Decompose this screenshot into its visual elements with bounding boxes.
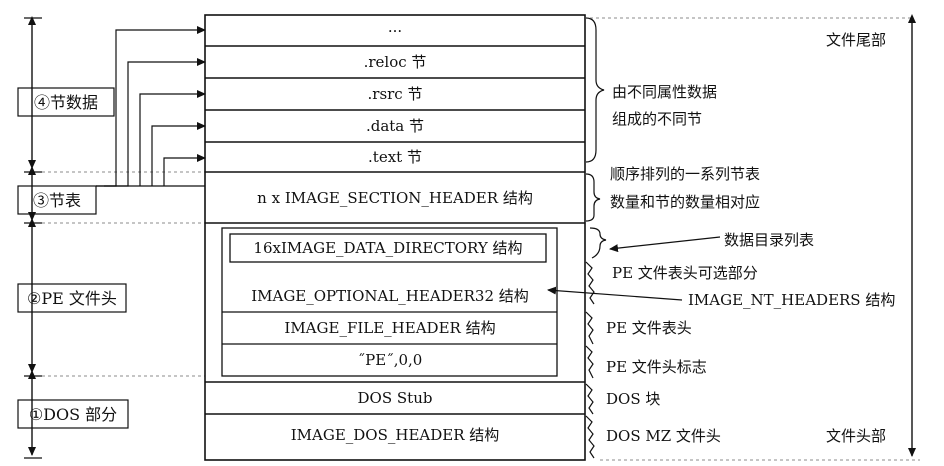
brace-signature (585, 345, 594, 379)
data-directory-box (229, 233, 547, 263)
note-data-directory: 数据目录列表 (724, 231, 814, 249)
cell-rsrc-section: .rsrc 节 (368, 85, 423, 103)
brace-dos-stub (585, 383, 594, 415)
note-pe-signature: PE 文件头标志 (606, 358, 707, 376)
left-ranges (24, 16, 205, 459)
cell-dos-header: IMAGE_DOS_HEADER 结构 (291, 426, 500, 444)
cell-dos-stub: DOS Stub (358, 389, 433, 407)
connector-text (163, 154, 206, 186)
cell-text-section: .text 节 (368, 148, 422, 166)
note-section-data-line1: 由不同属性数据 (612, 83, 717, 101)
section-box-section-table: ③节表 (17, 185, 97, 215)
section-labels: ④节数据 ③节表 ②PE 文件头 ①DOS 部分 (17, 87, 129, 429)
pe-stack: ··· .reloc 节 .rsrc 节 .data 节 .text 节 n x… (204, 14, 586, 461)
cell-file-header: IMAGE_FILE_HEADER 结构 (284, 319, 495, 337)
section-label-pe-header: ②PE 文件头 (27, 289, 117, 308)
section-label-dos: ①DOS 部分 (29, 405, 117, 424)
connector-dots (104, 26, 206, 187)
brace-file-header (585, 311, 594, 345)
brace-data-directory (589, 227, 607, 259)
note-section-data-line2: 组成的不同节 (612, 110, 702, 128)
brace-optional (585, 261, 595, 305)
section-connectors (96, 26, 206, 187)
section-label-section-table: ③节表 (33, 191, 81, 210)
section-box-dos: ①DOS 部分 (17, 399, 129, 429)
stack-outline (204, 14, 586, 461)
right-notes: 文件尾部 由不同属性数据 组成的不同节 顺序排列的一系列节表 数量和节的数量相对… (606, 31, 895, 445)
note-optional-header: PE 文件表头可选部分 (612, 264, 758, 282)
section-box-section-data: ④节数据 (17, 87, 115, 117)
cell-section-header: n x IMAGE_SECTION_HEADER 结构 (257, 189, 533, 207)
connector-data (151, 122, 206, 186)
note-section-table-line1: 顺序排列的一系列节表 (610, 165, 760, 183)
cell-dots: ··· (388, 22, 402, 40)
section-label-section-data: ④节数据 (34, 93, 98, 112)
brace-section-table (585, 173, 601, 222)
arrow-nt-headers (547, 286, 683, 301)
nt-headers-frame (221, 227, 558, 377)
section-box-pe-header: ②PE 文件头 (17, 283, 127, 313)
cell-pe-signature: ˝PE˝,0,0 (358, 351, 423, 369)
cell-data-section: .data 节 (366, 117, 424, 135)
right-braces (585, 17, 920, 461)
cell-data-directory: 16xIMAGE_DATA_DIRECTORY 结构 (253, 239, 522, 257)
note-dos-stub: DOS 块 (606, 390, 660, 408)
brace-dos-header (585, 415, 595, 459)
note-nt-headers: IMAGE_NT_HEADERS 结构 (688, 291, 895, 309)
arrow-data-directory (609, 236, 721, 253)
cell-reloc-section: .reloc 节 (364, 53, 427, 71)
note-section-table-line2: 数量和节的数量相对应 (610, 193, 760, 211)
note-file-tail: 文件尾部 (826, 31, 886, 49)
brace-section-data (585, 17, 605, 163)
note-file-head: 文件头部 (826, 427, 886, 445)
connector-rsrc (139, 90, 206, 186)
note-file-header: PE 文件表头 (606, 319, 692, 337)
cell-optional-header: IMAGE_OPTIONAL_HEADER32 结构 (251, 287, 529, 305)
note-dos-mz-header: DOS MZ 文件头 (606, 427, 721, 445)
connector-reloc (96, 58, 206, 187)
